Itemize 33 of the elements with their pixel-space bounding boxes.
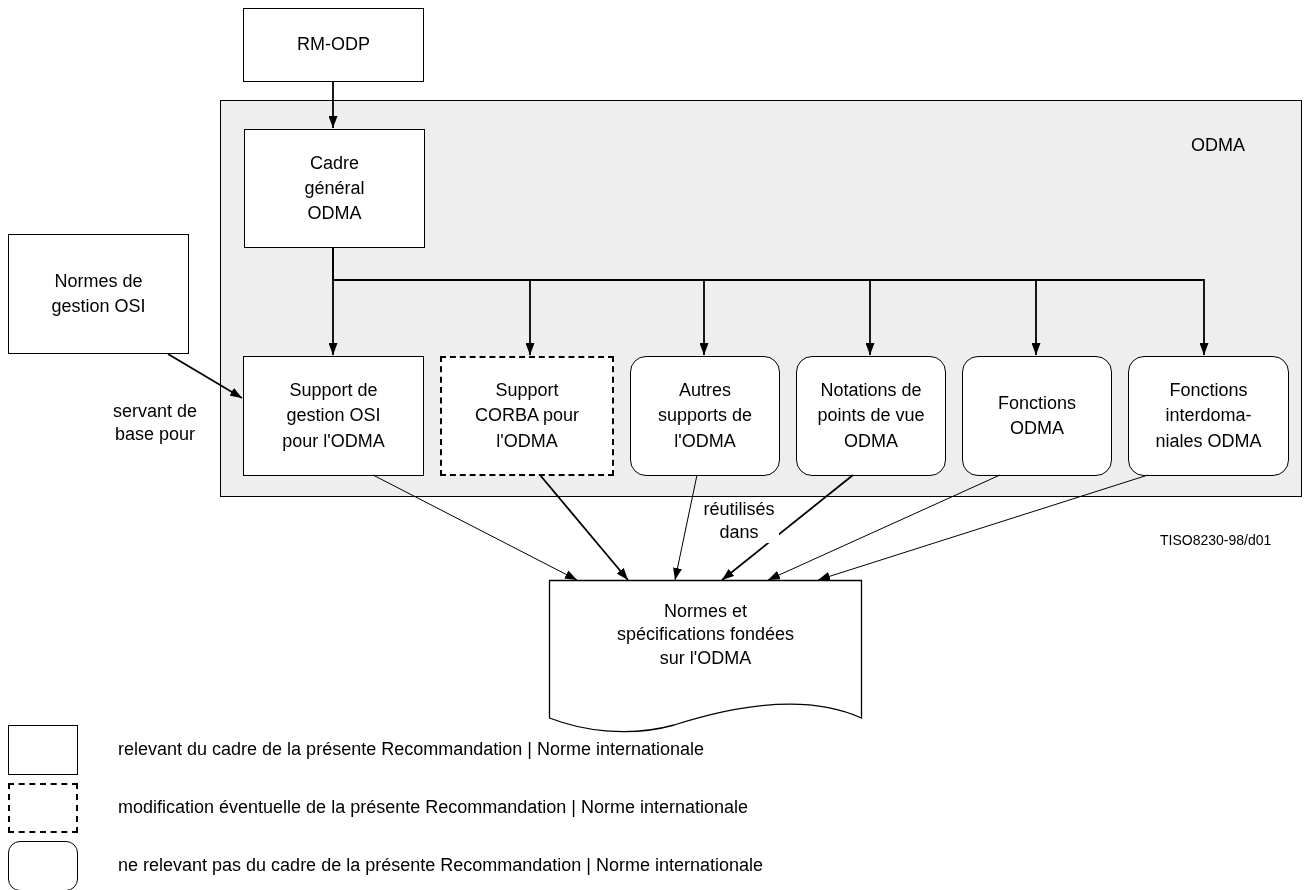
process-box [244,129,425,248]
group-panel [220,100,1302,497]
node-label: Notations de points de vue ODMA [816,379,926,453]
dashed-box [440,356,614,476]
legend-text: ne relevant pas du cadre de la présente Recommandation | Norme internationale [118,855,764,876]
rounded-box [630,356,780,476]
arrow [817,474,1149,581]
arrow [673,474,698,581]
legend-text: relevant du cadre de la présente Recommandation | Norme internationale [118,739,704,760]
node-label: Fonctions ODMA [996,391,1077,440]
arrow [721,474,854,581]
arrow [167,353,243,399]
process-box [8,234,189,354]
legend-text: modification éventuelle de la présente Recommandation | Norme internationale [118,797,749,818]
rounded-box [1128,356,1289,476]
node-label: ODMA [1190,134,1246,157]
node-label: Fonctions interdoma-niales ODMA [1154,379,1263,453]
arrow [328,81,338,129]
node-label: Support CORBA pour l'ODMA [473,379,580,453]
rounded-box [962,356,1112,476]
figure-code: TISO8230-98/d01 [1160,532,1272,550]
rounded-box [796,356,946,476]
node-label: RM-ODP [296,33,371,57]
node-label: Cadre général ODMA [303,151,366,226]
node-label: Normes et spécifications fondées sur l'ODMA [615,600,796,670]
document-shape [549,580,862,730]
arrow [539,474,629,581]
process-box [243,356,424,476]
arrow [372,474,578,581]
node-label: Support de gestion OSI pour l'ODMA [281,379,386,453]
node-label: Autres supports de l'ODMA [656,379,754,453]
process-box [243,8,424,82]
node-label: Normes de gestion OSI [50,269,147,318]
